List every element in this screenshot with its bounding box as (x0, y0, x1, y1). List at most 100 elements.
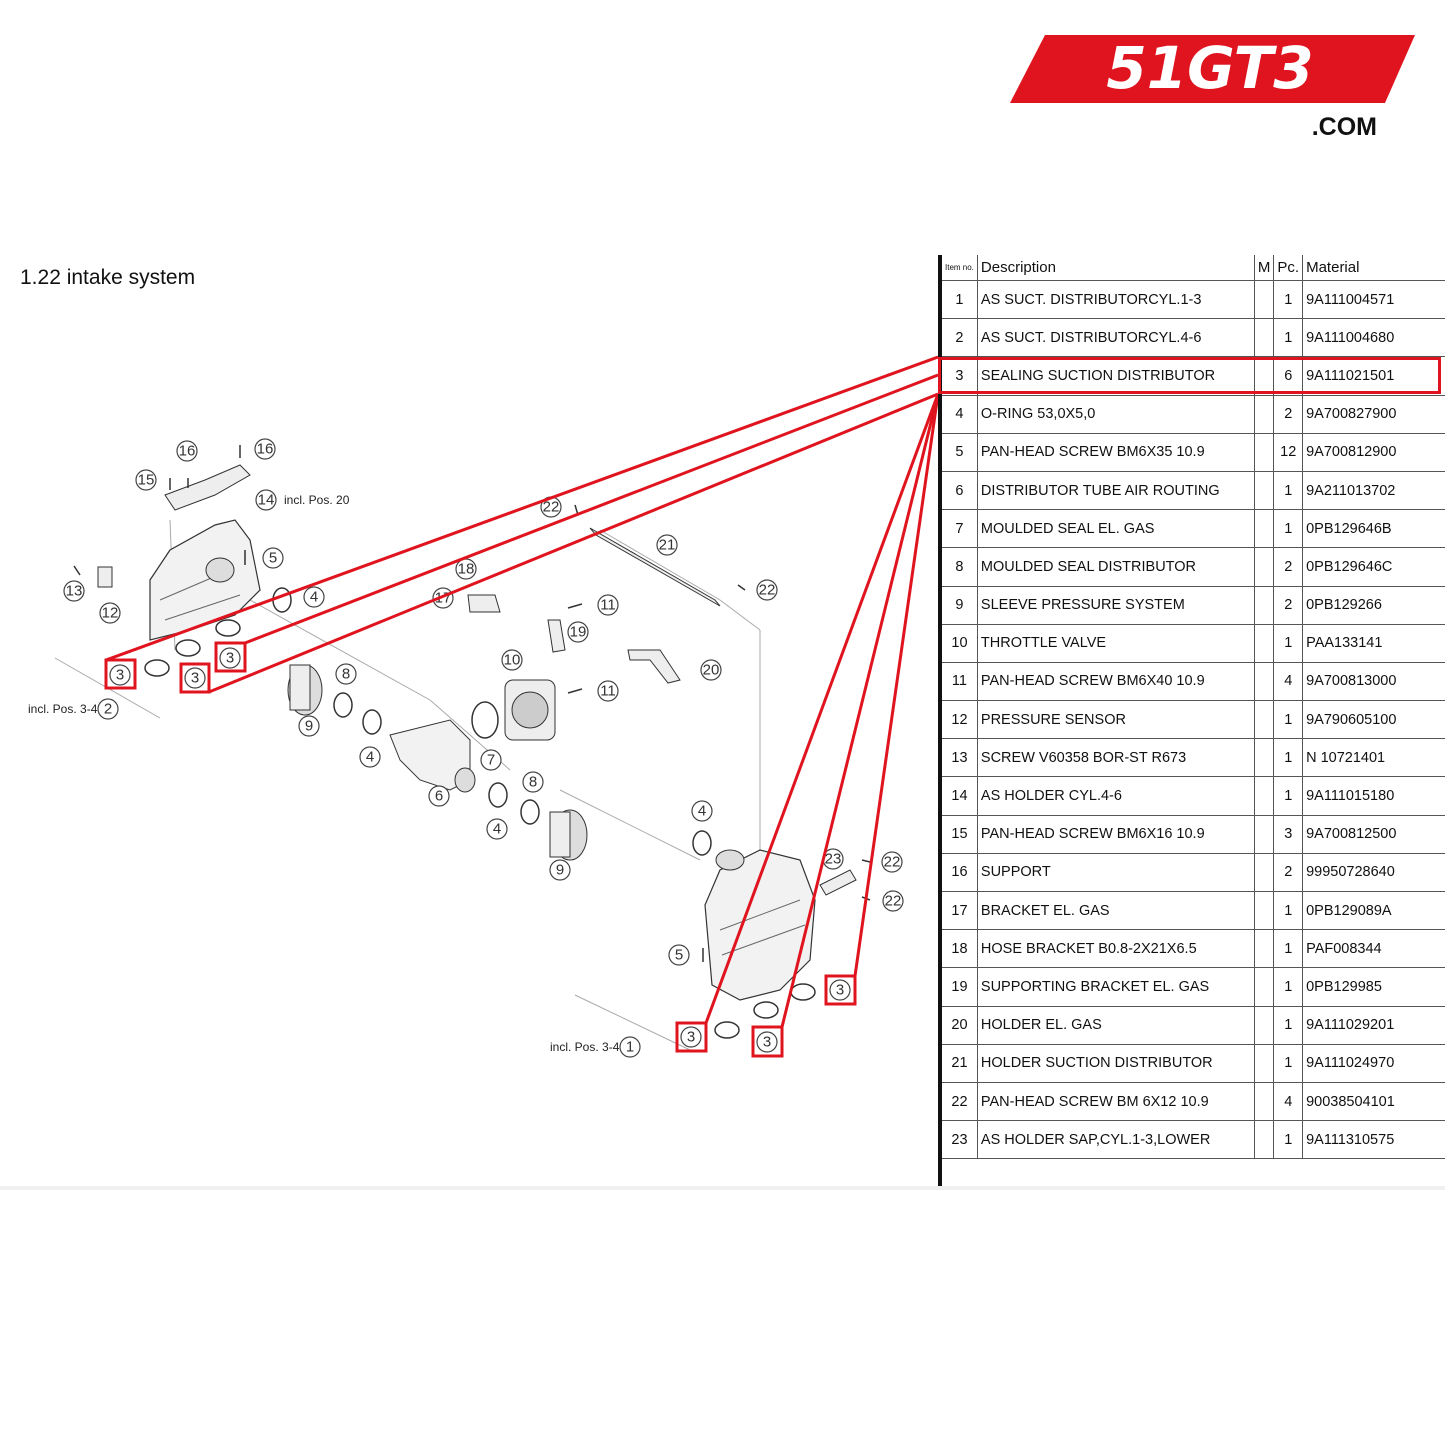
cell-pc: 4 (1273, 1082, 1304, 1122)
cell-m (1254, 318, 1275, 358)
callout-12: 12 (102, 605, 119, 622)
callout-23: 23 (825, 851, 842, 868)
cell-material: PAA133141 (1302, 624, 1445, 663)
callout-circles (63, 438, 904, 1058)
seals-mid (488, 782, 816, 1039)
cell-material: 9A700812900 (1302, 433, 1445, 472)
cell-item: 9 (937, 586, 978, 625)
cell-pc: 1 (1273, 509, 1304, 549)
suction-distributor-cyl-1-3 (704, 849, 816, 1001)
section-title: 1.22 intake system (20, 266, 196, 289)
cell-material: 90038504101 (1302, 1082, 1445, 1122)
header-description: Description (977, 255, 1255, 281)
cell-pc: 1 (1273, 318, 1304, 358)
parts-table: Item no. Description M Pc. Material 1 AS … (937, 255, 1445, 1160)
callout-3-b: 3 (191, 670, 199, 687)
callout-9-a: 9 (305, 718, 313, 735)
callout-14: 14 (258, 492, 275, 509)
cell-item: 12 (937, 700, 978, 740)
cell-material: 9A111004680 (1302, 318, 1445, 358)
cell-description: MOULDED SEAL DISTRIBUTOR (977, 547, 1255, 587)
callout-16-b: 16 (257, 441, 274, 458)
cell-pc: 1 (1273, 624, 1304, 663)
cell-pc: 2 (1273, 586, 1304, 625)
cell-pc: 1 (1273, 1044, 1304, 1083)
callout-3-e: 3 (763, 1034, 771, 1051)
callout-9-b: 9 (556, 862, 564, 879)
cell-material: 9A111029201 (1302, 1006, 1445, 1045)
cell-item: 15 (937, 815, 978, 854)
cell-pc: 1 (1273, 280, 1304, 320)
callout-7: 7 (487, 752, 495, 769)
cell-material: 99950728640 (1302, 853, 1445, 893)
cell-material: 0PB129646C (1302, 547, 1445, 587)
cell-material: PAF008344 (1302, 929, 1445, 969)
cell-description: PAN-HEAD SCREW BM6X35 10.9 (977, 433, 1255, 472)
cell-m (1254, 738, 1275, 778)
cell-description: AS SUCT. DISTRIBUTORCYL.1-3 (977, 280, 1255, 320)
exploded-diagram: 16 16 15 14 5 13 12 4 2 8 9 4 6 7 8 4 9 … (28, 355, 938, 1058)
cell-description: HOSE BRACKET B0.8-2X21X6.5 (977, 929, 1255, 969)
cell-description: SCREW V60358 BOR-ST R673 (977, 738, 1255, 778)
header-pc: Pc. (1273, 255, 1304, 281)
callout-22-a: 22 (543, 499, 560, 516)
site-logo[interactable]: 51GT3 .COM (1005, 30, 1420, 145)
callout-6: 6 (435, 788, 443, 805)
pressure-sensor (97, 566, 113, 588)
cell-m (1254, 662, 1275, 702)
cell-m (1254, 509, 1275, 549)
highlight-boxes (104, 641, 857, 1058)
cell-description: MOULDED SEAL EL. GAS (977, 509, 1255, 549)
cell-material: 0PB129089A (1302, 891, 1445, 931)
cell-item: 6 (937, 471, 978, 511)
callout-16-a: 16 (179, 443, 196, 460)
cell-m (1254, 700, 1275, 740)
callout-2: 2 (104, 701, 112, 718)
cell-pc: 2 (1273, 395, 1304, 434)
callout-4-d: 4 (698, 803, 706, 820)
cell-material: N 10721401 (1302, 738, 1445, 778)
table-header-row: Item no. Description M Pc. Material (937, 255, 1445, 281)
header-item-no: Item no. (937, 255, 978, 281)
cell-item: 8 (937, 547, 978, 587)
cell-item: 20 (937, 1006, 978, 1045)
callout-11-b: 11 (600, 683, 616, 700)
cell-material: 9A700812500 (1302, 815, 1445, 854)
cell-description: DISTRIBUTOR TUBE AIR ROUTING (977, 471, 1255, 511)
cell-pc: 6 (1273, 356, 1304, 396)
callout-1: 1 (626, 1039, 634, 1056)
cell-m (1254, 547, 1275, 587)
cell-m (1254, 929, 1275, 969)
cell-material: 0PB129646B (1302, 509, 1445, 549)
holder-sap-lower (819, 869, 857, 896)
suction-distributor-cyl-4-6 (149, 519, 261, 641)
page-bottom-divider (0, 1186, 1445, 1190)
cell-description: O-RING 53,0X5,0 (977, 395, 1255, 434)
cell-pc: 1 (1273, 700, 1304, 740)
cell-m (1254, 1120, 1275, 1160)
